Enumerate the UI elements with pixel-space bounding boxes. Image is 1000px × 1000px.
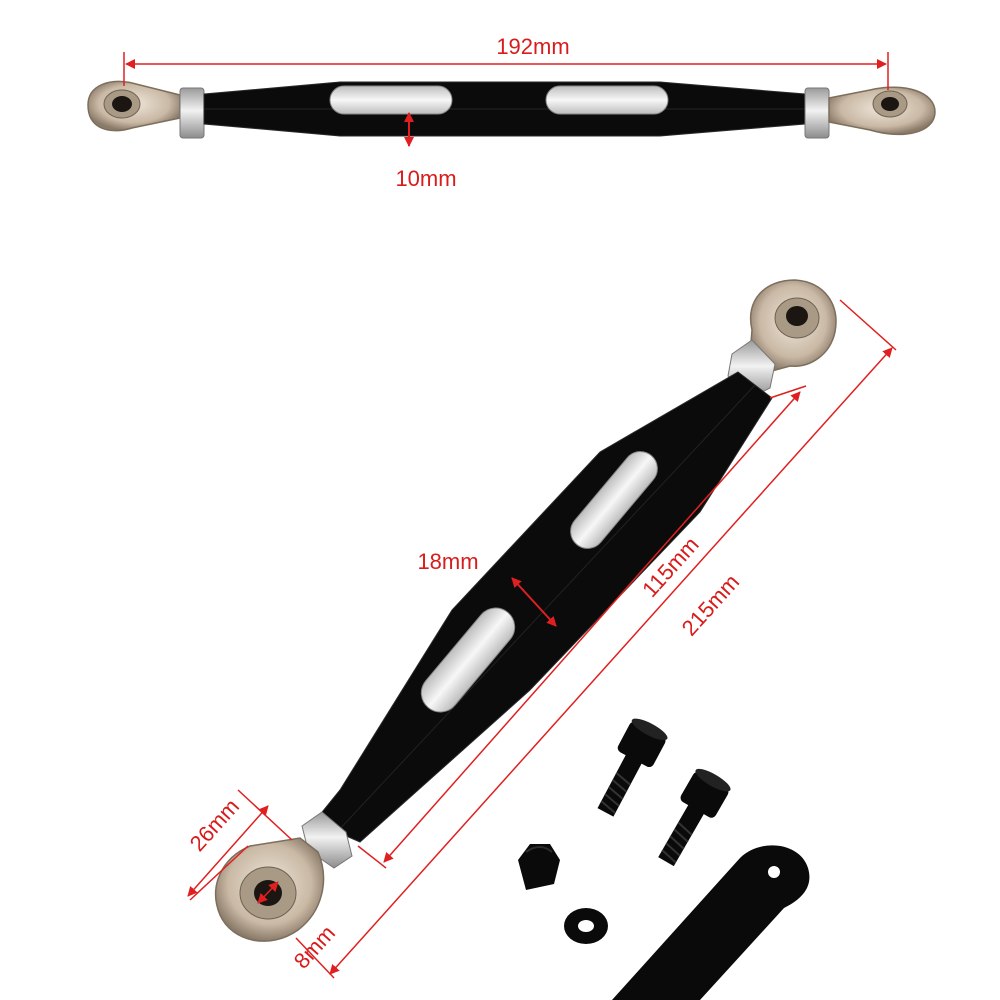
- dimension-label-rod-end-diameter: 26mm: [185, 794, 244, 856]
- dimension-label-rod-width-main: 18mm: [417, 549, 478, 574]
- jam-nut-icon: [804, 87, 830, 139]
- rod-end-bearing-icon: [87, 80, 181, 132]
- dimension-overall-length-top: 192mm: [123, 34, 889, 90]
- top-shift-linkage: 192mm 10mm: [87, 34, 936, 191]
- mounting-hardware: [518, 718, 810, 1000]
- slot-cutout: [545, 85, 669, 115]
- mounting-bracket-icon: [612, 845, 810, 1000]
- jam-nut-icon: [179, 87, 205, 139]
- acorn-nut-icon: [518, 844, 560, 890]
- slot-cutout: [329, 85, 453, 115]
- rod-end-bearing-icon: [828, 86, 936, 136]
- dimension-label-overall-length-main: 215mm: [677, 569, 745, 640]
- hex-socket-bolt-icon: [658, 768, 731, 867]
- rod-end-bearing-icon: [215, 837, 325, 942]
- washer-icon: [564, 908, 608, 944]
- hex-socket-bolt-icon: [597, 718, 668, 817]
- dimension-label-rod-height-top: 10mm: [395, 166, 456, 191]
- dimension-rod-height-top: 10mm: [395, 112, 457, 191]
- dimension-label-overall-length-top: 192mm: [496, 34, 569, 59]
